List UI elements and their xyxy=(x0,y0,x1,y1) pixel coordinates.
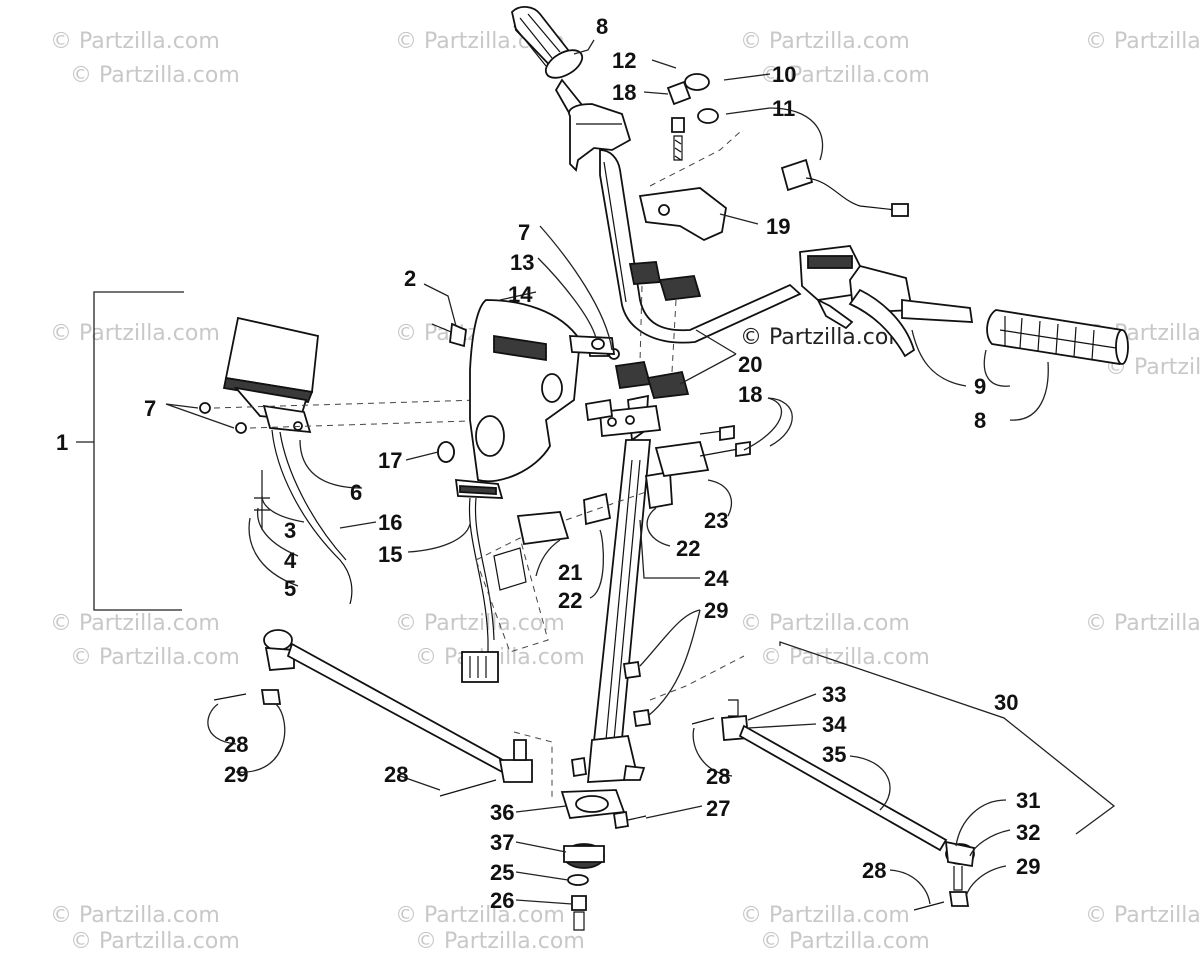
callout-17: 17 xyxy=(378,448,402,473)
post-nuts xyxy=(513,655,745,800)
callout-5: 5 xyxy=(284,576,296,601)
throttle-switch xyxy=(666,73,909,217)
watermark: © Partzilla.com xyxy=(50,903,220,928)
right-tie-rod xyxy=(691,699,975,911)
watermark: © Partzilla.com xyxy=(740,29,910,54)
callout-1: 1 xyxy=(56,430,68,455)
callout-21: 21 xyxy=(558,560,582,585)
right-control-assembly xyxy=(799,245,974,358)
callout-19: 19 xyxy=(766,214,790,239)
watermark: © Partzilla.com xyxy=(50,321,220,346)
callout-31: 31 xyxy=(1016,788,1040,813)
left-tie-rod xyxy=(213,629,533,797)
watermark: © Partzilla.com xyxy=(740,903,910,928)
callout-26: 26 xyxy=(490,888,514,913)
watermark: © Partzilla.com xyxy=(760,645,930,670)
headlight-pod xyxy=(199,316,501,605)
callout-29: 29 xyxy=(704,598,728,623)
right-grip xyxy=(986,309,1129,365)
callout-8: 8 xyxy=(596,14,608,39)
callout-6: 6 xyxy=(350,480,362,505)
bracket-19 xyxy=(638,117,741,242)
callout-32: 32 xyxy=(1016,820,1040,845)
callout-2: 2 xyxy=(404,266,416,291)
post-clamps xyxy=(516,424,751,546)
callout-13: 13 xyxy=(510,250,534,275)
callout-28: 28 xyxy=(384,762,408,787)
callout-28: 28 xyxy=(224,732,248,757)
callouts: 1 2 3 4 5 6 7 7 7 8 8 9 10 11 12 13 14 1… xyxy=(56,14,1040,913)
callout-33: 33 xyxy=(822,682,846,707)
callout-10: 10 xyxy=(772,62,796,87)
callout-29: 29 xyxy=(1016,854,1040,879)
left-grip-assembly xyxy=(511,6,632,172)
callout-7: 7 xyxy=(144,396,156,421)
handlebar xyxy=(599,149,802,344)
callout-18: 18 xyxy=(738,382,762,407)
callout-22: 22 xyxy=(558,588,582,613)
parts-drawing xyxy=(199,6,1129,931)
watermark: © Partzilla.com xyxy=(760,63,930,88)
callout-9: 9 xyxy=(974,374,986,399)
callout-7: 7 xyxy=(518,220,530,245)
callout-22: 22 xyxy=(676,536,700,561)
watermark-center: © Partzilla.com xyxy=(740,325,910,350)
watermark: © Partzilla.com xyxy=(415,929,585,954)
watermark: © Partzilla.com xyxy=(1085,29,1200,54)
callout-25: 25 xyxy=(490,860,514,885)
watermark: © Partzilla.com xyxy=(760,929,930,954)
watermark: © Partzilla.com xyxy=(1085,611,1200,636)
callout-29: 29 xyxy=(224,762,248,787)
leader-lines xyxy=(76,39,1116,905)
callout-27: 27 xyxy=(706,796,730,821)
callout-36: 36 xyxy=(490,800,514,825)
watermark: © Partzilla.com xyxy=(70,63,240,88)
callout-28: 28 xyxy=(862,858,886,883)
callout-30: 30 xyxy=(994,690,1018,715)
watermark: © Partzilla.com xyxy=(415,645,585,670)
callout-4: 4 xyxy=(284,548,297,573)
callout-24: 24 xyxy=(704,566,729,591)
callout-3: 3 xyxy=(284,518,296,543)
indicator-lights xyxy=(454,478,504,683)
callout-14: 14 xyxy=(508,282,533,307)
callout-20: 20 xyxy=(738,352,762,377)
mount-bracket xyxy=(475,537,549,653)
watermark: © Partzilla.com xyxy=(395,611,565,636)
callout-37: 37 xyxy=(490,830,514,855)
watermark: © Partzilla.com xyxy=(50,29,220,54)
watermark: © Partzilla.com xyxy=(740,611,910,636)
callout-34: 34 xyxy=(822,712,847,737)
callout-15: 15 xyxy=(378,542,402,567)
callout-8: 8 xyxy=(974,408,986,433)
small-fasteners xyxy=(437,335,616,463)
watermark: © Partzilla.com xyxy=(395,903,565,928)
watermark: © Partzilla.com xyxy=(70,929,240,954)
handlebar-clamps xyxy=(614,261,702,399)
lower-bearing xyxy=(560,756,647,931)
watermark: © Partzilla.com xyxy=(70,645,240,670)
bolt-2 xyxy=(431,322,467,348)
watermark: © Partzilla.com xyxy=(1085,903,1200,928)
callout-16: 16 xyxy=(378,510,402,535)
callout-18: 18 xyxy=(612,80,636,105)
callout-35: 35 xyxy=(822,742,846,767)
steering-post xyxy=(587,394,662,783)
callout-28: 28 xyxy=(706,764,730,789)
callout-11: 11 xyxy=(772,96,795,121)
watermark: © Partzilla.com xyxy=(50,611,220,636)
callout-12: 12 xyxy=(612,48,636,73)
callout-23: 23 xyxy=(704,508,728,533)
